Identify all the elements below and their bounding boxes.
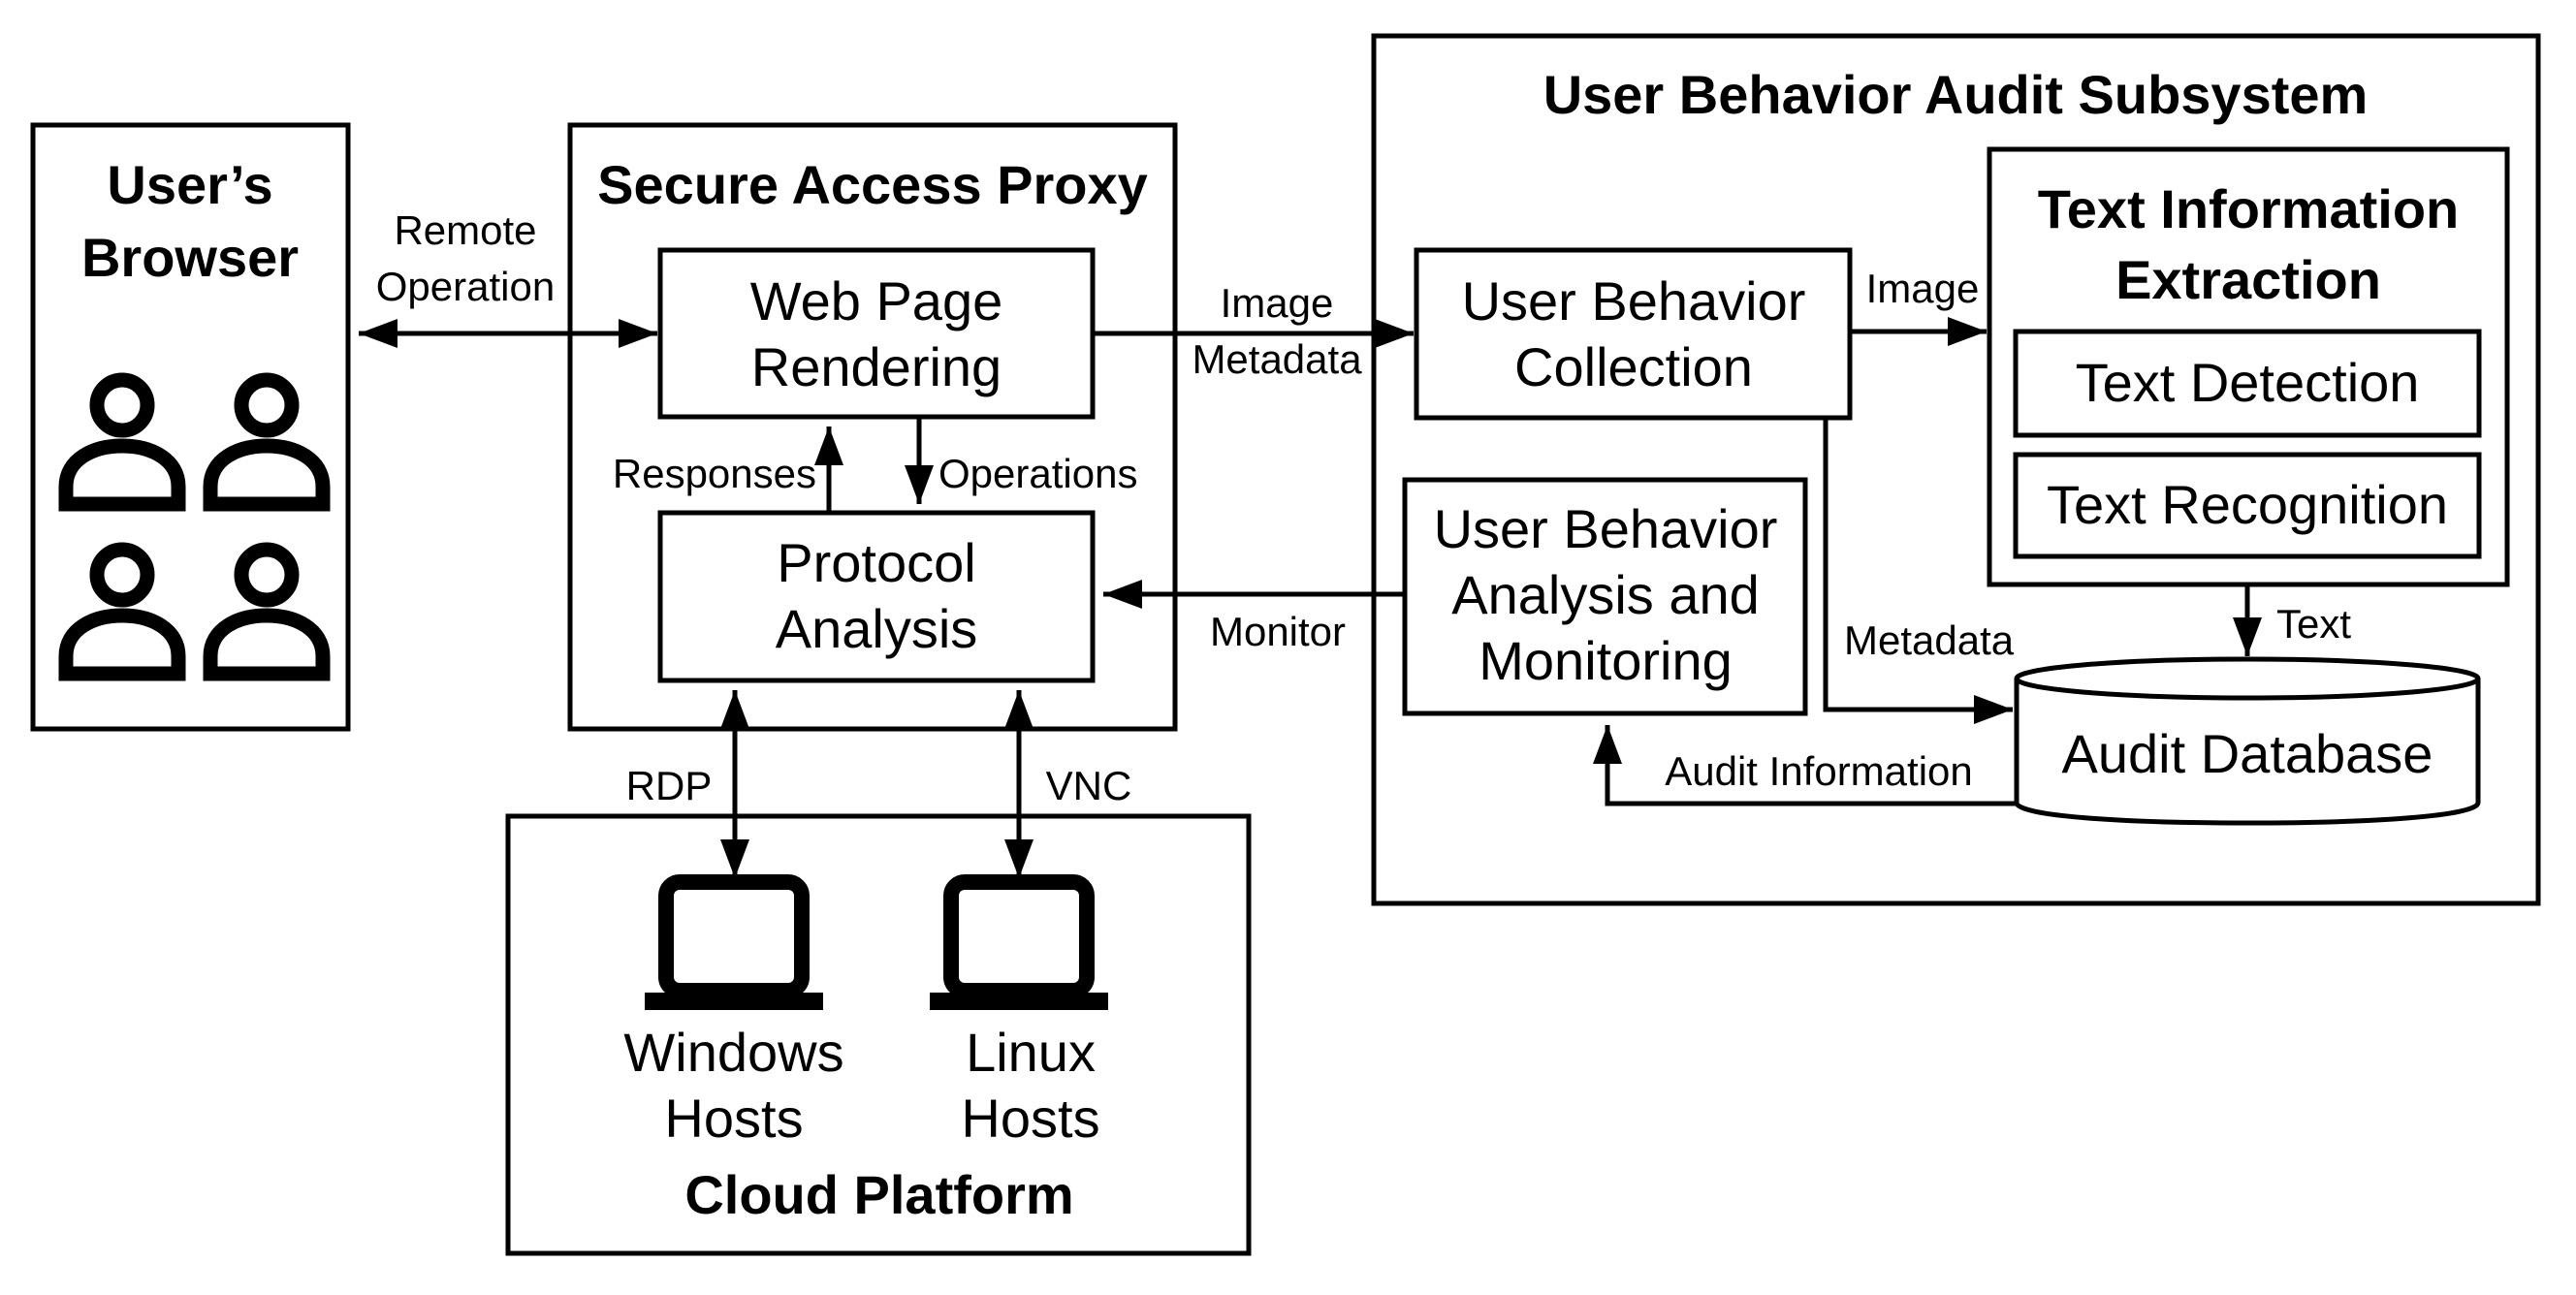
vnc-label: VNC [1046,763,1132,808]
user-behavior-analysis-line1: User Behavior [1434,498,1778,559]
edges: Remote Operation Responses Operations Im… [359,207,2351,878]
cloud-platform-panel: Windows Hosts Linux Hosts Cloud Platform [505,813,1252,1256]
user-behavior-collection-line2: Collection [1514,336,1753,397]
rdp-label: RDP [626,763,713,808]
protocol-analysis-box[interactable] [657,510,1096,683]
user-behavior-collection-node[interactable]: User Behavior Collection [1414,247,1853,421]
cloud-platform-title: Cloud Platform [684,1164,1073,1225]
operations-label: Operations [938,451,1137,496]
text-information-extraction-title-line2: Extraction [2115,249,2381,310]
protocol-analysis-line1: Protocol [777,532,975,593]
text-information-extraction-title-line1: Text Information [2038,178,2460,239]
remote-operation-label-line1: Remote [394,207,536,253]
remote-operation-label-line2: Operation [376,264,555,309]
users-browser-title-line2: Browser [81,227,299,288]
protocol-analysis-node[interactable]: Protocol Analysis [657,510,1096,683]
audit-information-label: Audit Information [1665,748,1973,794]
audit-database-node[interactable]: Audit Database [2014,656,2481,826]
audit-subsystem-title: User Behavior Audit Subsystem [1543,64,2369,125]
text-recognition-label: Text Recognition [2047,474,2448,535]
web-page-rendering-line1: Web Page [750,270,1002,332]
metadata-label: Metadata [1844,617,2015,663]
text-detection-box[interactable] [2013,329,2482,438]
windows-hosts-line1: Windows [623,1022,843,1083]
users-browser-box [30,122,351,732]
text-recognition-box[interactable] [2013,452,2482,559]
audit-subsystem-panel: User Behavior Audit Subsystem User Behav… [1371,33,2541,906]
audit-database-label: Audit Database [2062,723,2433,784]
secure-access-proxy-title: Secure Access Proxy [597,154,1148,215]
user-behavior-analysis-node[interactable]: User Behavior Analysis and Monitoring [1402,477,1808,716]
user-behavior-analysis-line2: Analysis and [1451,564,1760,625]
protocol-analysis-line2: Analysis [776,598,978,659]
audit-information-arrow [1593,725,2017,806]
audit-database-top[interactable] [2014,656,2481,701]
cloud-platform-box [505,813,1252,1256]
secure-access-proxy-panel: Secure Access Proxy Web Page Rendering P… [567,122,1178,732]
audit-database-body[interactable] [2014,679,2481,826]
users-browser-title-line1: User’s [107,154,272,215]
windows-hosts-line2: Hosts [664,1088,803,1149]
user-behavior-collection-line1: User Behavior [1462,270,1806,332]
user-behavior-collection-box[interactable] [1414,247,1853,421]
text-information-extraction-node[interactable]: Text Information Extraction Text Detecti… [1987,146,2510,587]
web-page-rendering-line2: Rendering [751,336,1002,397]
metadata-arrow [1823,418,2013,724]
linux-hosts-line1: Linux [966,1022,1096,1083]
users-browser-panel: User’s Browser [30,122,351,732]
text-detection-label: Text Detection [2076,352,2420,413]
monitor-label: Monitor [1210,609,1346,654]
user-behavior-analysis-box[interactable] [1402,477,1808,716]
responses-label: Responses [613,451,816,496]
laptop-icon [645,882,823,1010]
web-page-rendering-box[interactable] [657,247,1096,420]
text-label: Text [2276,601,2351,647]
linux-hosts-line2: Hosts [961,1088,1099,1149]
laptop-icon [930,882,1108,1010]
image-label: Image [1866,266,1980,311]
image-metadata-label-line1: Image [1221,280,1334,326]
user-behavior-analysis-line3: Monitoring [1479,630,1732,691]
image-metadata-label-line2: Metadata [1192,336,1362,382]
web-page-rendering-node[interactable]: Web Page Rendering [657,247,1096,420]
